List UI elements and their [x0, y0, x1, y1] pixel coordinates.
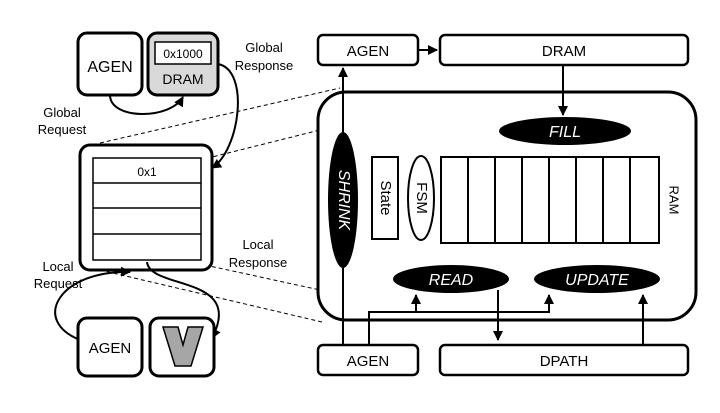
global-response-label-2: Response — [235, 58, 294, 73]
dpath-box: DPATH — [438, 343, 690, 377]
global-response-label-1: Global — [245, 40, 283, 55]
local-request-arrow — [54, 266, 131, 341]
right-dram-box: DRAM — [438, 33, 690, 67]
local-response-label-2: Response — [229, 255, 288, 270]
dpath-label: DPATH — [540, 353, 589, 370]
fill-stage — [499, 117, 631, 145]
fill-label: FILL — [549, 124, 581, 141]
right-agen-bottom-box: AGEN — [316, 343, 420, 377]
v-logo-box — [148, 316, 216, 378]
local-response-label-1: Local — [242, 237, 273, 252]
global-request-label-1: Global — [43, 105, 81, 120]
shrink-label: SHRINK — [335, 170, 352, 232]
read-stage — [393, 265, 509, 293]
right-agen-top-label: AGEN — [347, 43, 390, 60]
state-box — [371, 156, 399, 240]
global-request-label-2: Request — [38, 122, 87, 137]
fsm-stage — [407, 155, 435, 241]
update-stage — [534, 265, 660, 293]
bottom-connections — [368, 290, 648, 345]
left-agen-top-label: AGEN — [87, 59, 132, 76]
left-agen-top-box: AGEN — [76, 31, 144, 97]
left-dram-label: DRAM — [162, 71, 203, 87]
ram-array — [440, 156, 660, 244]
state-label: State — [377, 180, 394, 215]
local-response-arrow — [146, 261, 221, 339]
update-label: UPDATE — [565, 272, 629, 289]
shrink-stage — [328, 132, 358, 268]
right-dram-label: DRAM — [542, 43, 586, 60]
right-agen-top-box: AGEN — [316, 33, 420, 67]
v-logo-icon — [161, 326, 205, 367]
table-row-first-label: 0x1 — [137, 165, 157, 179]
left-agen-bottom-box: AGEN — [76, 316, 144, 378]
global-response-arrow — [211, 63, 239, 169]
ram-label: RAM — [667, 186, 682, 215]
local-table-box: 0x1 — [78, 143, 214, 272]
dram-address-label: 0x1000 — [163, 47, 203, 61]
local-request-label-1: Local — [42, 259, 73, 274]
left-dram-box: 0x1000 DRAM — [146, 31, 220, 97]
read-label: READ — [429, 272, 474, 289]
right-agen-bottom-label: AGEN — [347, 353, 390, 370]
fsm-label: FSM — [413, 182, 430, 214]
left-agen-bottom-label: AGEN — [89, 340, 132, 357]
global-request-arrow — [109, 94, 184, 115]
